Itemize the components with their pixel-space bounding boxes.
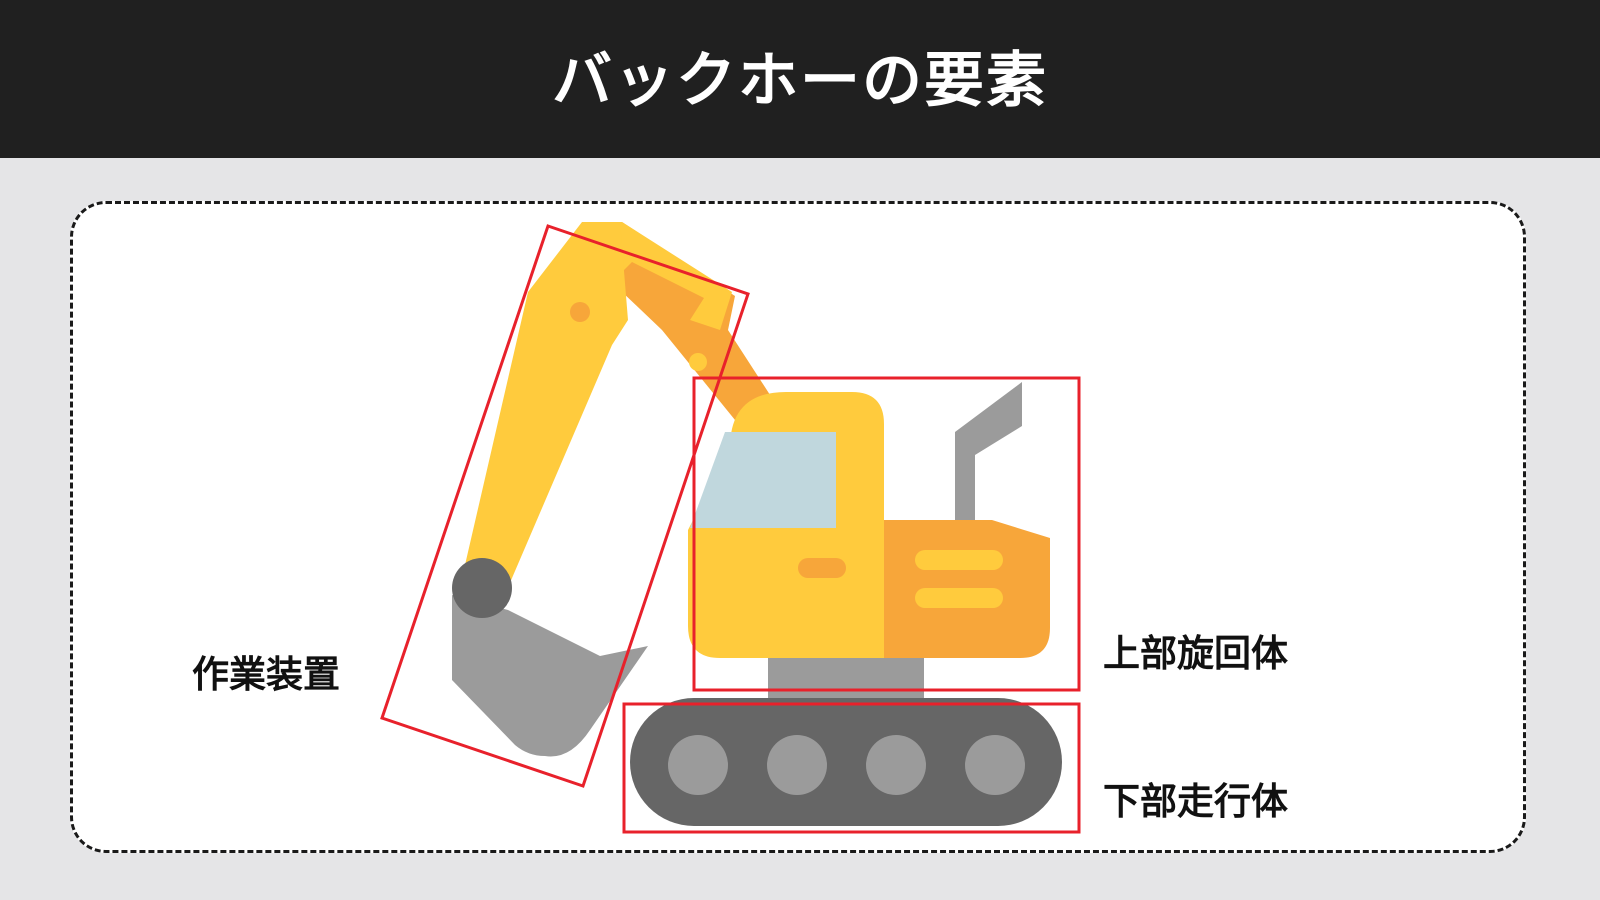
exhaust-top bbox=[955, 382, 1022, 455]
swing-base bbox=[768, 658, 924, 698]
upper-structure-label: 上部旋回体 bbox=[1103, 632, 1288, 675]
header-bar: バックホーの要素 bbox=[0, 0, 1600, 158]
upper-structure bbox=[688, 382, 1050, 658]
boom-pin bbox=[689, 353, 707, 371]
arm-pin bbox=[570, 302, 590, 322]
lower-structure-highlight-box bbox=[622, 702, 1081, 834]
track-roller-2 bbox=[767, 735, 827, 795]
arm-top-bar bbox=[590, 222, 732, 330]
track-roller-3 bbox=[866, 735, 926, 795]
track-roller-4 bbox=[965, 735, 1025, 795]
lower-structure-label: 下部走行体 bbox=[1103, 780, 1288, 823]
bucket-pivot bbox=[452, 558, 512, 618]
cab-handle bbox=[798, 558, 846, 578]
track-roller-1 bbox=[668, 735, 728, 795]
engine-vent-2 bbox=[915, 588, 1003, 608]
upper-structure-highlight-box bbox=[692, 376, 1081, 692]
crawler-track bbox=[630, 698, 1062, 826]
engine-vent-1 bbox=[915, 550, 1003, 570]
cab-window bbox=[690, 432, 836, 528]
bucket bbox=[452, 558, 648, 757]
arm bbox=[462, 222, 732, 592]
work-equipment-highlight-box bbox=[380, 224, 750, 788]
work-equipment-label: 作業装置 bbox=[192, 653, 340, 696]
bucket-body bbox=[452, 595, 648, 757]
page-title: バックホーの要素 bbox=[552, 45, 1048, 116]
